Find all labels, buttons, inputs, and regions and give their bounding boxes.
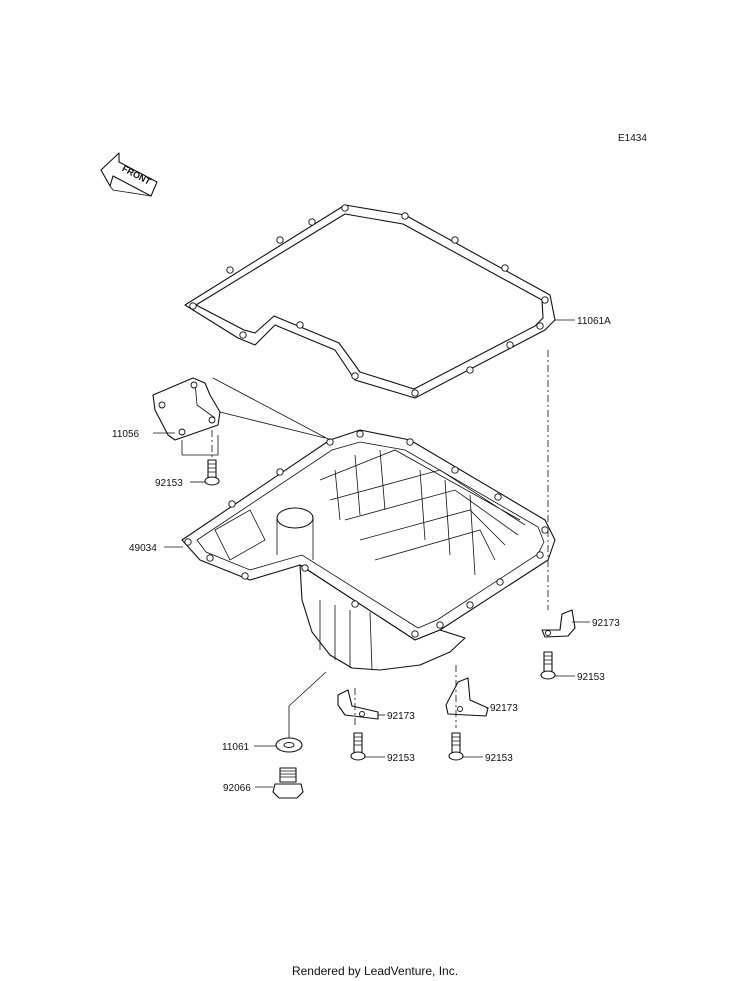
gasket-bolt-hole <box>506 341 514 349</box>
gasket-bolt-hole <box>541 296 549 304</box>
pan-bolt-hole <box>536 551 544 559</box>
callout-92153-right: 92153 <box>577 672 605 683</box>
pan-bolt-hole <box>494 493 502 501</box>
pan-bolt-hole <box>184 538 192 546</box>
pan-bolt-hole <box>541 526 549 534</box>
gasket-bolt-hole <box>239 331 247 339</box>
callout-11056: 11056 <box>112 429 140 440</box>
pan-bolt-hole <box>436 621 444 629</box>
pan-bolt-hole <box>228 500 236 508</box>
gasket-bolt-hole <box>451 236 459 244</box>
bolt-center-left <box>350 732 366 761</box>
callout-92153-left: 92153 <box>155 478 183 489</box>
front-arrow-icon: FRONT <box>100 152 158 197</box>
gasket-bolt-hole <box>466 366 474 374</box>
callout-92153-center-left: 92153 <box>387 753 415 764</box>
callout-11061a: 11061A <box>577 316 611 327</box>
gasket-bolt-hole <box>536 322 544 330</box>
leader-lines <box>153 319 590 788</box>
gasket-bolt-hole <box>189 302 197 310</box>
pan-bolt-hole <box>241 572 249 580</box>
pan-bolt-hole <box>326 438 334 446</box>
gasket-bolt-hole <box>501 264 509 272</box>
pan-bolt-hole <box>411 630 419 638</box>
clamp-center-left <box>337 689 379 720</box>
pan-bolt-hole <box>496 578 504 586</box>
clamp-right <box>541 609 576 638</box>
callout-labels: 11061A 11056 92153 49034 92173 92153 921… <box>112 316 620 794</box>
washer-11061 <box>275 737 303 753</box>
oil-pan <box>181 429 556 671</box>
callout-92066: 92066 <box>223 783 251 794</box>
bolt-center-right <box>448 732 464 761</box>
gasket-bolt-hole <box>308 218 316 226</box>
gasket-bolt-hole <box>296 321 304 329</box>
pan-bolt-hole <box>451 466 459 474</box>
oil-pan-gasket <box>184 204 556 399</box>
pan-bolt-hole <box>356 430 364 438</box>
callout-92173-center-right: 92173 <box>490 703 518 714</box>
gasket-bolt-hole <box>411 389 419 397</box>
callout-92153-center-right: 92153 <box>485 753 513 764</box>
callout-49034: 49034 <box>129 543 157 554</box>
footer-credit: Rendered by LeadVenture, Inc. <box>291 964 459 978</box>
clamp-center-right <box>445 677 489 717</box>
gasket-bolt-hole <box>226 266 234 274</box>
pan-bolt-hole <box>206 554 214 562</box>
pan-bolt-hole <box>466 601 474 609</box>
bolt-left <box>204 459 220 486</box>
callout-92173-right: 92173 <box>592 618 620 629</box>
pan-bolt-hole <box>276 468 284 476</box>
callout-92173-center-left: 92173 <box>387 711 415 722</box>
pan-bolt-hole <box>351 600 359 608</box>
drain-plug-92066 <box>272 767 304 799</box>
diagram-id: E1434 <box>618 133 647 144</box>
gasket-bolt-hole <box>341 204 349 212</box>
pan-bolt-hole <box>406 438 414 446</box>
gasket-bolt-hole <box>276 236 284 244</box>
bolt-right <box>540 651 556 680</box>
callout-11061: 11061 <box>222 742 250 753</box>
pan-bolt-hole <box>301 564 309 572</box>
gasket-bolt-hole <box>401 212 409 220</box>
gasket-bolt-hole <box>351 372 359 380</box>
bracket-11056 <box>152 377 221 441</box>
